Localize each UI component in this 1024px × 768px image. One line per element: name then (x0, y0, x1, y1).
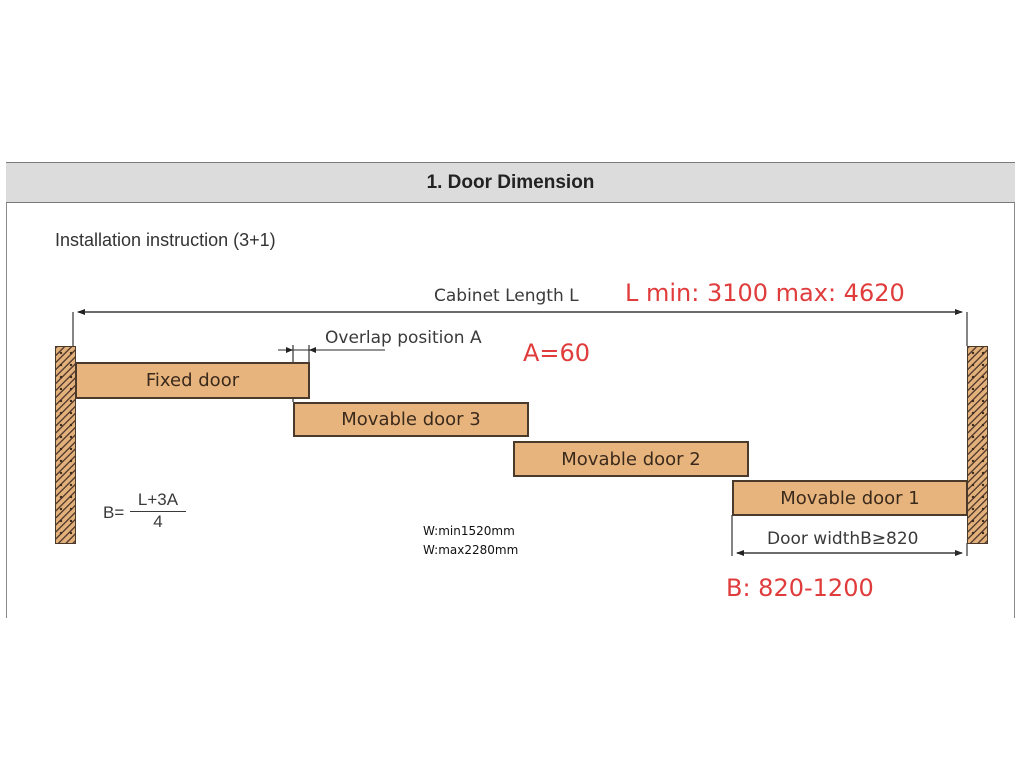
movable-door-2: Movable door 2 (513, 441, 749, 477)
overlap-label: Overlap position A (325, 328, 482, 348)
door-width-range: B: 820-1200 (726, 574, 874, 602)
door-width-label: Door widthB≥820 (767, 529, 919, 549)
right-wall (967, 346, 988, 544)
installation-subtitle: Installation instruction (3+1) (55, 230, 276, 250)
movable-door-1-label: Movable door 1 (780, 487, 920, 509)
movable-door-1: Movable door 1 (732, 480, 968, 516)
formula-denominator: 4 (153, 512, 163, 531)
cabinet-length-label: Cabinet Length L (434, 286, 579, 306)
movable-door-3-label: Movable door 3 (341, 409, 481, 430)
panel-title: 1. Door Dimension (426, 172, 595, 193)
panel-header: 1. Door Dimension (6, 162, 1015, 203)
movable-door-3: Movable door 3 (293, 402, 529, 437)
left-wall (55, 346, 76, 544)
width-note-max: W:max2280mm (423, 543, 519, 557)
formula-lhs: B= (103, 503, 125, 522)
fixed-door-label: Fixed door (145, 370, 240, 391)
movable-door-2-label: Movable door 2 (561, 448, 701, 470)
door-width-dimension (731, 515, 968, 556)
formula-numerator: L+3A (130, 490, 186, 512)
cabinet-length-dimension (72, 309, 968, 362)
width-note-min: W:min1520mm (423, 524, 515, 538)
formula-fraction: L+3A 4 (130, 490, 186, 532)
fixed-door: Fixed door (75, 362, 310, 399)
overlap-value: A=60 (523, 339, 591, 367)
cabinet-length-range: L min: 3100 max: 4620 (625, 279, 905, 307)
